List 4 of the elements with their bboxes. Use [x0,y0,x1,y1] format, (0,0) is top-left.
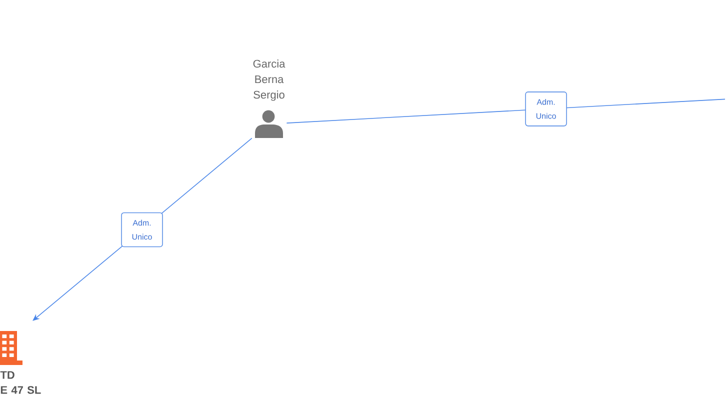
edge-label: Adm. Unico [525,92,567,126]
edge-label: Adm. Unico [121,212,163,248]
company-name: TD E 47 SL [0,371,41,394]
person-name: Garcia Berna Sergio [253,60,286,101]
